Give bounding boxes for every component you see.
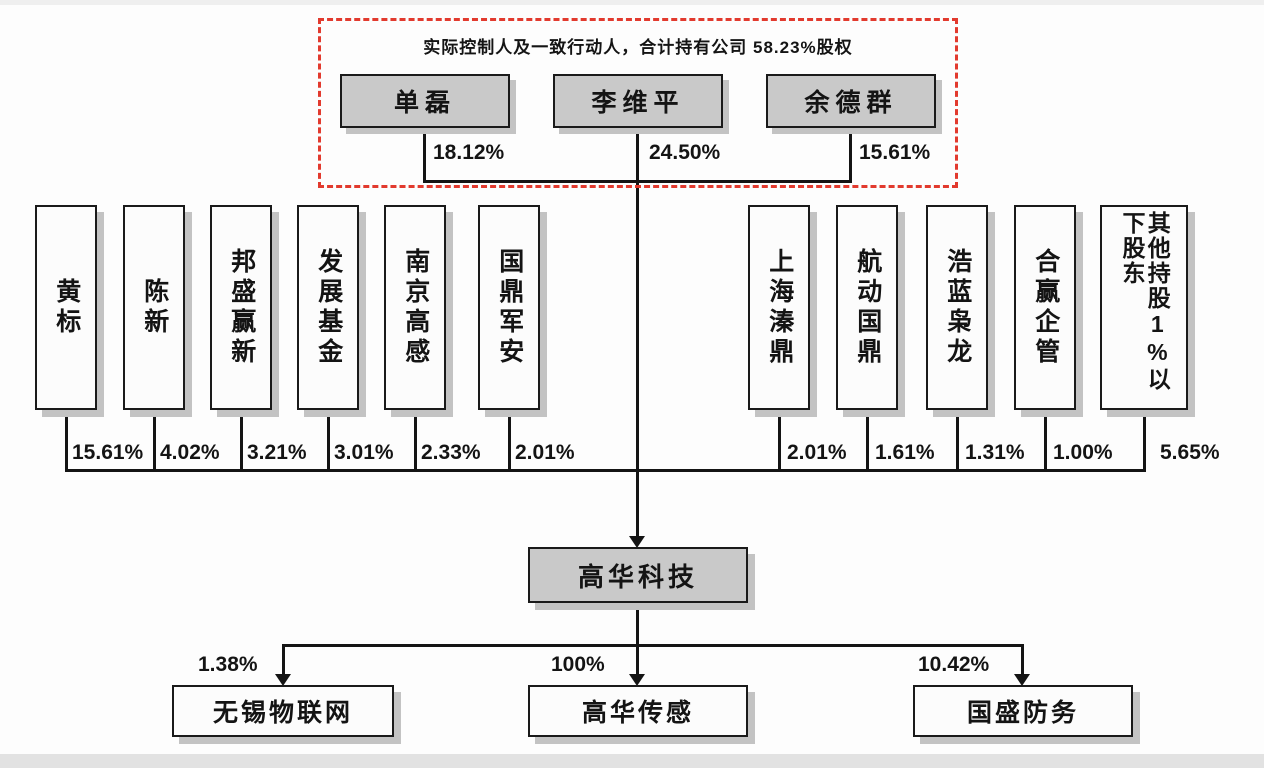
connector-line <box>849 128 852 183</box>
shareholder-box: 南京高感 <box>384 205 446 410</box>
connector-line <box>1044 408 1047 472</box>
shareholder-box: 发展基金 <box>297 205 359 410</box>
company-box: 高华科技 <box>528 547 748 603</box>
shareholder-box: 邦盛赢新 <box>210 205 272 410</box>
arrow-down-icon <box>629 536 645 548</box>
connector-line <box>508 408 511 472</box>
ownership-percent: 1.00% <box>1053 441 1113 464</box>
ownership-percent: 2.33% <box>421 441 481 464</box>
shareholder-box: 国鼎军安 <box>478 205 540 410</box>
arrow-down-icon <box>629 674 645 686</box>
connector-line <box>636 644 639 676</box>
ownership-percent: 1.31% <box>965 441 1025 464</box>
connector-line <box>866 408 869 472</box>
connector-line <box>956 408 959 472</box>
ownership-percent: 10.42% <box>918 653 990 676</box>
arrow-down-icon <box>275 674 291 686</box>
connector-line <box>327 408 330 472</box>
shareholder-box: 合赢企管 <box>1014 205 1076 410</box>
connector-line <box>282 644 285 676</box>
ownership-percent: 4.02% <box>160 441 220 464</box>
shareholder-box: 黄标 <box>35 205 97 410</box>
connector-bus <box>65 469 1146 472</box>
ownership-percent: 2.01% <box>515 441 575 464</box>
connector-line-main <box>636 128 639 537</box>
page-edge-bottom <box>0 754 1264 768</box>
ownership-percent: 15.61% <box>72 441 144 464</box>
controller-box: 单磊 <box>340 74 510 128</box>
connector-line <box>1021 644 1024 676</box>
controller-group-frame <box>318 18 958 188</box>
subsidiary-box: 高华传感 <box>528 685 748 737</box>
subsidiary-box: 无锡物联网 <box>172 685 394 737</box>
connector-line <box>65 408 68 472</box>
ownership-percent: 2.01% <box>787 441 847 464</box>
ownership-percent: 1.61% <box>875 441 935 464</box>
ownership-percent: 24.50% <box>649 141 721 164</box>
controller-group-note: 实际控制人及一致行动人，合计持有公司 58.23%股权 <box>423 38 853 57</box>
page-edge-top <box>0 0 1264 5</box>
arrow-down-icon <box>1014 674 1030 686</box>
ownership-percent: 3.21% <box>247 441 307 464</box>
ownership-percent: 3.01% <box>334 441 394 464</box>
connector-line <box>153 408 156 472</box>
ownership-percent: 1.38% <box>198 653 258 676</box>
ownership-percent: 15.61% <box>859 141 931 164</box>
connector-line <box>414 408 417 472</box>
connector-bus <box>282 644 1023 647</box>
shareholder-box: 浩蓝枭龙 <box>926 205 988 410</box>
connector-line <box>423 128 426 183</box>
controller-box: 余德群 <box>766 74 936 128</box>
shareholder-box: 上海溱鼎 <box>748 205 810 410</box>
connector-line <box>240 408 243 472</box>
shareholder-box: 陈新 <box>123 205 185 410</box>
subsidiary-box: 国盛防务 <box>913 685 1133 737</box>
shareholder-box: 其他持股1%以下股东 <box>1100 205 1188 410</box>
controller-box: 李维平 <box>553 74 723 128</box>
ownership-percent: 5.65% <box>1160 441 1220 464</box>
ownership-percent: 100% <box>551 653 605 676</box>
shareholder-box: 航动国鼎 <box>836 205 898 410</box>
connector-line <box>636 601 639 647</box>
connector-line <box>1143 408 1146 472</box>
connector-line <box>778 408 781 472</box>
ownership-percent: 18.12% <box>433 141 505 164</box>
